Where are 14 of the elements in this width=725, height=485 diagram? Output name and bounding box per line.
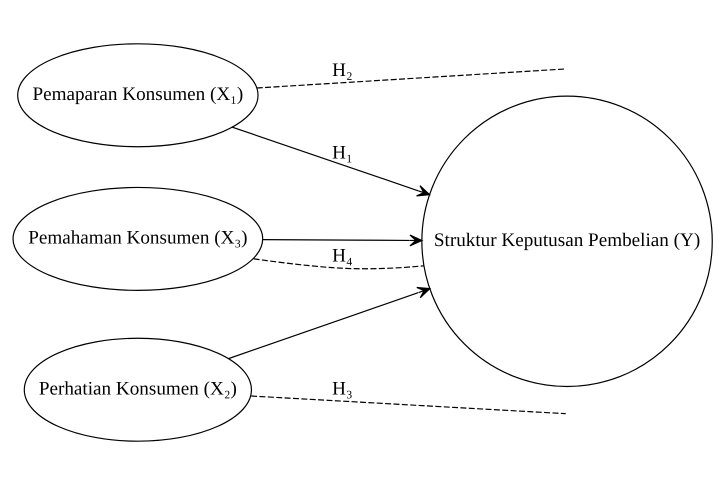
connector: [254, 258, 424, 270]
edge-label: H₃: [332, 378, 353, 400]
node-ellipse: Perhatian Konsumen (X₂): [24, 338, 252, 442]
arrow: [263, 234, 423, 246]
edge-label: H₄: [332, 245, 353, 266]
connector: [251, 395, 566, 414]
arrow: [228, 286, 430, 360]
arrow: [232, 126, 430, 196]
connector: [256, 68, 566, 89]
edge-label: H₁: [332, 142, 353, 164]
edge-label: H₂: [332, 60, 353, 81]
node-ellipse: Pemaparan Konsumen (X₁): [17, 43, 259, 148]
node-circle: Struktur Keputusan Pembelian (Y): [421, 96, 713, 388]
node-ellipse: Pemahaman Konsumen (X₃): [12, 186, 264, 291]
